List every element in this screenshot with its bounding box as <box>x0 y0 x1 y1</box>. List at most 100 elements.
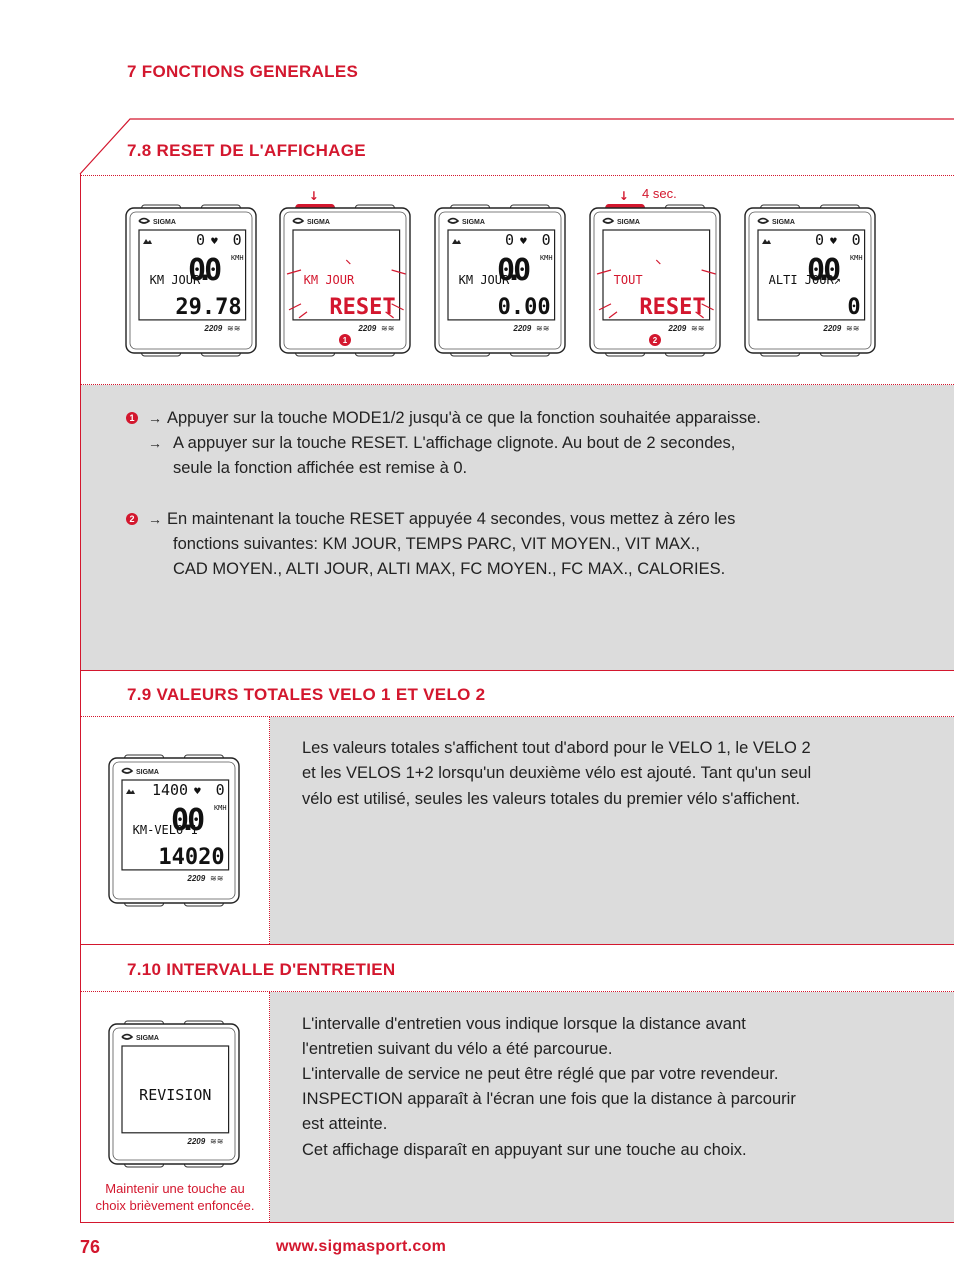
column-divider <box>269 992 270 1222</box>
arrow-right-icon: → <box>148 511 162 527</box>
model-label: 2209 <box>822 324 841 333</box>
divider <box>80 384 954 385</box>
lcd-value: 29.78 <box>175 295 241 320</box>
lcd-label: KM-VELO 1 <box>133 823 198 837</box>
lcd-label: KM JOUR <box>459 273 510 287</box>
model-label: 2209 <box>203 324 222 333</box>
section-710-text-panel <box>270 992 954 1222</box>
model-label: 2209 <box>512 324 531 333</box>
step-1: 1 → Appuyer sur la touche MODE1/2 jusqu'… <box>126 406 761 431</box>
blink-ray <box>385 311 394 319</box>
lcd-unit: KMH <box>214 804 227 812</box>
step-marker-number: 1 <box>343 336 348 345</box>
blink-ray <box>596 269 612 275</box>
device-sequence: SIGMA 0 ♥ 0 0.0 KMH KM JOUR 29.78 2209 ≋≋ SIGMA KM … <box>80 176 954 384</box>
step-marker <box>339 334 351 346</box>
blink-ray <box>298 311 308 319</box>
sts-logo-icon: ≋≋ <box>536 324 549 333</box>
lcd-row1-left: 0 <box>196 231 205 249</box>
left-frame-line <box>80 173 81 1223</box>
brand-label: SIGMA <box>462 219 485 226</box>
model-label: 2209 <box>186 874 205 883</box>
press-arrow-icon: ↓ <box>309 189 319 203</box>
blink-ray <box>701 303 714 311</box>
blink-rays <box>596 259 716 319</box>
sts-logo-icon: ≋≋ <box>210 874 223 883</box>
section-79-line-1: Les valeurs totales s'affichent tout d'a… <box>302 739 811 757</box>
lcd-row1-left: 0 <box>815 231 824 249</box>
instructions-panel <box>81 385 954 670</box>
step-1-line-1: Appuyer sur la touche MODE1/2 jusqu'à ce… <box>167 409 761 427</box>
lcd-row1-left: 1400 <box>152 781 188 799</box>
blink-ray <box>288 303 302 311</box>
sigma-logo-icon <box>292 217 305 224</box>
section-tab-outline <box>79 118 954 175</box>
lcd-label: KM JOUR <box>304 273 355 287</box>
step-2-line-1: En maintenant la touche RESET appuyée 4 … <box>167 510 736 528</box>
lcd-row1-right: 0 <box>542 231 551 249</box>
device-bezel <box>748 211 872 350</box>
brand-label: SIGMA <box>617 219 640 226</box>
sts-logo-icon: ≋≋ <box>210 1137 223 1146</box>
arrow-right-icon: → <box>148 435 162 451</box>
lcd-screen <box>138 229 247 321</box>
device-bezel <box>112 1027 236 1161</box>
sts-logo-icon: ≋≋ <box>227 324 240 333</box>
column-divider <box>269 717 270 944</box>
section-710-line-4: INSPECTION apparaît à l'écran une fois q… <box>302 1090 796 1108</box>
sigma-logo-icon <box>121 767 134 774</box>
blink-ray <box>286 269 302 275</box>
section-78-title: 7.8 RESET DE L'AFFICHAGE <box>127 141 366 160</box>
sigma-logo-icon <box>138 217 151 224</box>
lcd-speed: 0.0 <box>807 253 841 288</box>
blink-ray <box>391 269 406 275</box>
step-1-line-3: seule la fonction affichée est remise à … <box>173 459 468 477</box>
model-label: 2209 <box>357 324 376 333</box>
lcd-screen <box>757 229 866 321</box>
brand-label: SIGMA <box>136 769 159 776</box>
blink-ray <box>391 303 404 311</box>
lcd-row1-left: 0 <box>505 231 514 249</box>
divider <box>80 175 954 176</box>
section-710-line-6: Cet affichage disparaît en appuyant sur … <box>302 1141 747 1159</box>
lcd-label: TOUT <box>614 273 643 287</box>
lcd-screen <box>292 229 401 321</box>
sigma-logo-icon <box>447 217 460 224</box>
lcd-label: KM JOUR <box>150 273 201 287</box>
device-caption: Maintenir une touche au choix brièvement… <box>84 1180 266 1214</box>
sigma-logo-icon <box>121 1033 134 1040</box>
lcd-value: RESET <box>329 295 395 320</box>
section-separator <box>80 1222 954 1223</box>
lcd-row1-right: 0 <box>216 781 225 799</box>
page-number: 76 <box>80 1237 101 1257</box>
brand-label: SIGMA <box>307 219 330 226</box>
lcd-unit: KMH <box>540 254 553 262</box>
blink-ray <box>695 311 704 319</box>
lcd-label: ALTI JOUR↗ <box>769 273 841 287</box>
lcd-value: RESET <box>639 295 705 320</box>
heart-icon: ♥ <box>210 237 218 247</box>
section-710-title: 7.10 INTERVALLE D'ENTRETIEN <box>127 960 396 979</box>
press-arrow-icon: ↓ <box>619 189 629 203</box>
sigma-logo-icon <box>757 217 770 224</box>
section-79-line-2: et les VELOS 1+2 lorsqu'un deuxième vélo… <box>302 764 812 782</box>
section-710-line-5: est atteinte. <box>302 1115 388 1133</box>
step-1-line-2: A appuyer sur la touche RESET. L'afficha… <box>173 434 736 452</box>
lcd-speed: 0.0 <box>171 803 205 838</box>
step-2-line-2: fonctions suivantes: KM JOUR, TEMPS PARC… <box>173 535 700 553</box>
heart-icon: ♥ <box>829 237 837 247</box>
step-2-badge: 2 <box>126 513 138 525</box>
lcd-unit: KMH <box>231 254 244 262</box>
model-label: 2209 <box>186 1137 205 1146</box>
section-79-line-3: vélo est utilisé, seules les valeurs tot… <box>302 790 801 808</box>
sts-logo-icon: ≋≋ <box>691 324 704 333</box>
lcd-screen <box>602 229 711 321</box>
section-710-line-2: l'entretien suivant du vélo a été parcou… <box>302 1040 613 1058</box>
lcd-value: 14020 <box>158 845 224 870</box>
